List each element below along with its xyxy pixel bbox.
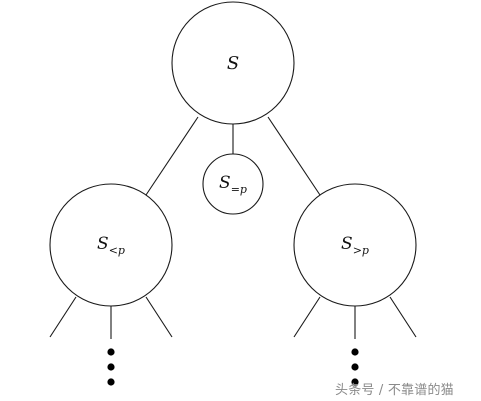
ellipsis-less-dot-3 xyxy=(107,378,115,386)
ellipsis-greater-dot-3 xyxy=(351,378,359,386)
node-less-letter: S xyxy=(97,234,109,254)
node-greater: S>p xyxy=(293,183,417,307)
node-greater-circle xyxy=(293,183,417,307)
node-less-circle xyxy=(49,183,173,307)
ellipsis-less-dot-2 xyxy=(107,363,115,371)
node-root-letter: S xyxy=(227,53,239,74)
node-greater-subscript: >p xyxy=(353,244,369,257)
node-greater-letter: S xyxy=(341,234,353,254)
node-greater-label: S>p xyxy=(341,234,369,257)
stub-less-left xyxy=(49,296,77,338)
ellipsis-greater-dot-2 xyxy=(351,363,359,371)
node-less-subscript: <p xyxy=(109,244,125,257)
node-equal-subscript: =p xyxy=(231,183,247,196)
edge-root-to-less xyxy=(145,116,199,196)
stub-greater-right xyxy=(389,296,417,338)
node-root: S xyxy=(171,1,295,125)
node-less-label: S<p xyxy=(97,234,125,257)
node-root-label: S xyxy=(227,53,239,74)
edge-root-to-greater xyxy=(267,116,321,196)
ellipsis-greater-dot-1 xyxy=(351,348,359,356)
node-equal-circle xyxy=(202,153,264,215)
node-equal-letter: S xyxy=(219,173,231,193)
node-equal: S=p xyxy=(202,153,264,215)
ellipsis-less-dot-1 xyxy=(107,348,115,356)
ellipsis-less-icon xyxy=(107,348,115,386)
node-root-circle xyxy=(171,1,295,125)
watermark-text: 头条号 / 不靠谱的猫 xyxy=(335,383,454,398)
node-less: S<p xyxy=(49,183,173,307)
stub-greater-left xyxy=(293,296,321,338)
ellipsis-greater-icon xyxy=(351,348,359,386)
stub-less-right xyxy=(145,296,173,338)
node-equal-label: S=p xyxy=(219,173,247,196)
